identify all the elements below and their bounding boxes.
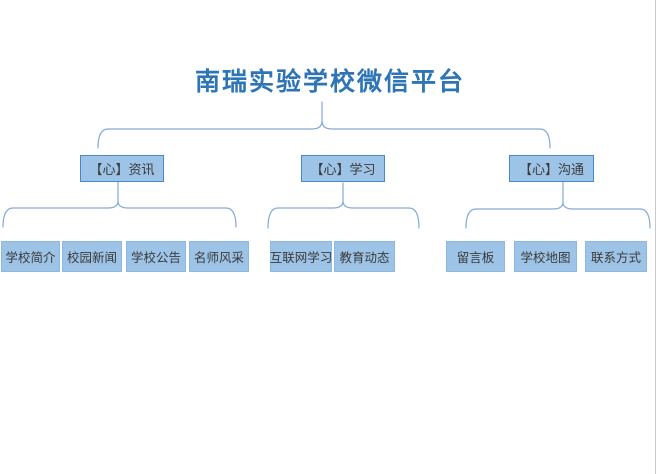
leaf-node-campus-news: 校园新闻 [62,241,122,272]
branch-node-goutong: 【心】沟通 [509,155,594,182]
leaf-node-education-news: 教育动态 [334,241,395,272]
branch1-brace [2,200,237,228]
leaf-node-internet-learning: 互联网学习 [270,241,332,272]
leaf-node-message-board: 留言板 [446,241,505,272]
diagram-title: 南瑞实验学校微信平台 [194,69,465,96]
page-right-edge [655,0,656,474]
branch-node-zixun: 【心】资讯 [80,155,164,182]
leaf-node-school-intro: 学校简介 [1,241,60,272]
leaf-node-school-notice: 学校公告 [126,241,186,272]
branch3-brace [465,201,651,229]
leaf-node-school-map: 学校地图 [514,241,577,272]
branch2-brace [267,200,420,229]
leaf-node-famous-teachers: 名师风采 [189,241,249,272]
branch-node-xuexi: 【心】学习 [301,155,385,182]
level1-brace [97,120,551,149]
leaf-node-contact-info: 联系方式 [585,241,647,272]
